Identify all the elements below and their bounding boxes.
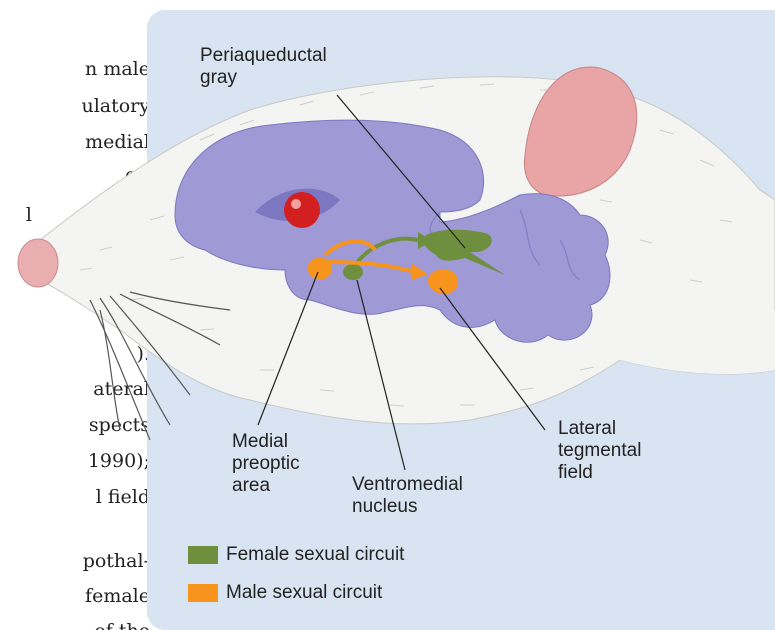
legend-label-male: Male sexual circuit <box>226 582 382 604</box>
legend-label-female: Female sexual circuit <box>226 544 404 566</box>
label-ventromedial-nucleus: Ventromedial nucleus <box>352 474 463 518</box>
label-medial-preoptic-area: Medial preoptic area <box>232 431 300 497</box>
label-lateral-tegmental-field: Lateral tegmental field <box>558 418 641 484</box>
rat-eye <box>284 192 320 228</box>
legend-swatch-female <box>188 546 218 564</box>
ventromedial-nucleus-marker <box>343 264 363 280</box>
rat-nose <box>18 239 58 287</box>
legend-male: Male sexual circuit <box>188 582 382 604</box>
label-periaqueductal-gray: Periaqueductal gray <box>200 45 327 89</box>
legend-swatch-male <box>188 584 218 602</box>
legend-female: Female sexual circuit <box>188 544 404 566</box>
